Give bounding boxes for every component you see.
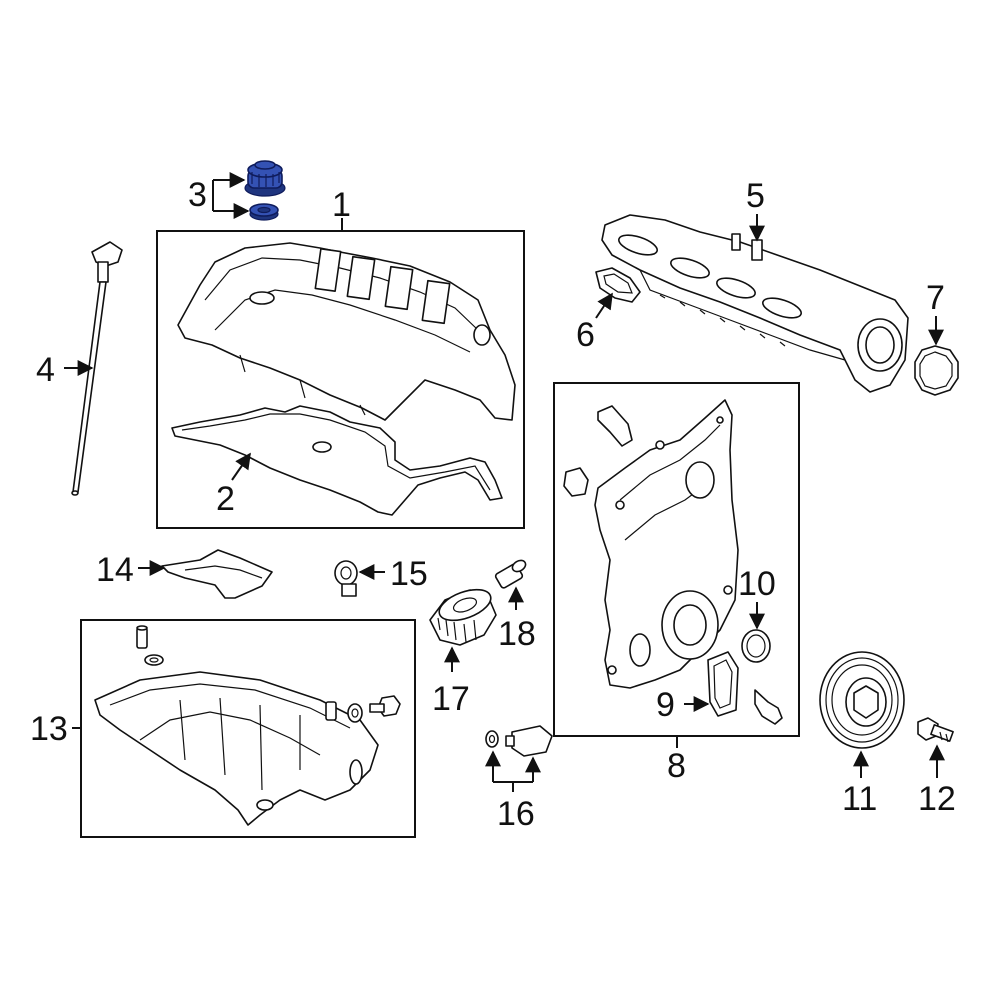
group-box-valve-cover bbox=[156, 230, 525, 529]
leader-lines bbox=[64, 172, 945, 792]
callout-2: 2 bbox=[216, 480, 235, 518]
callout-18: 18 bbox=[498, 615, 536, 653]
callout-12: 12 bbox=[918, 780, 956, 818]
oil-pressure-sensor-part[interactable] bbox=[485, 725, 553, 757]
callout-1: 1 bbox=[332, 186, 351, 224]
callout-13: 13 bbox=[30, 710, 68, 748]
valve-cover-part[interactable] bbox=[177, 242, 516, 421]
crankshaft-seal-part[interactable] bbox=[741, 629, 771, 663]
callout-15: 15 bbox=[390, 555, 428, 593]
callout-7: 7 bbox=[926, 279, 945, 317]
callout-17: 17 bbox=[432, 680, 470, 718]
callout-6: 6 bbox=[576, 316, 595, 354]
ring-gasket-part[interactable] bbox=[914, 345, 959, 396]
oil-baffle-part[interactable] bbox=[161, 549, 273, 599]
oil-filler-cap-seal-part[interactable] bbox=[249, 203, 279, 221]
callout-9: 9 bbox=[656, 686, 675, 724]
pulley-bolt-part[interactable] bbox=[917, 717, 954, 743]
oil-pan-hardware-part[interactable] bbox=[136, 625, 401, 723]
oil-dipstick-part[interactable] bbox=[71, 241, 123, 496]
callout-5: 5 bbox=[746, 177, 765, 215]
oil-pan-part[interactable] bbox=[94, 671, 379, 826]
callout-11: 11 bbox=[842, 780, 877, 818]
callout-10: 10 bbox=[738, 565, 776, 603]
callout-3: 3 bbox=[188, 176, 207, 214]
knock-sensor-part[interactable] bbox=[334, 560, 358, 597]
small-cover-gasket-part[interactable] bbox=[707, 651, 739, 717]
callout-8: 8 bbox=[667, 747, 686, 785]
oil-filter-part[interactable] bbox=[429, 584, 497, 646]
callout-4: 4 bbox=[36, 351, 55, 389]
timing-chain-cover-part[interactable] bbox=[563, 399, 783, 725]
callout-16: 16 bbox=[497, 795, 535, 833]
crankshaft-pulley-part[interactable] bbox=[819, 651, 905, 749]
filter-bolt-part[interactable] bbox=[494, 558, 528, 589]
valve-cover-gasket-part[interactable] bbox=[171, 405, 503, 516]
exhaust-manifold-part[interactable] bbox=[601, 214, 909, 393]
manifold-gasket-part[interactable] bbox=[595, 267, 641, 303]
callout-labels: 1 2 3 4 5 6 7 8 9 10 11 12 13 14 15 16 1… bbox=[30, 176, 956, 833]
callout-14: 14 bbox=[96, 551, 134, 589]
oil-filler-cap-part[interactable] bbox=[244, 160, 286, 197]
